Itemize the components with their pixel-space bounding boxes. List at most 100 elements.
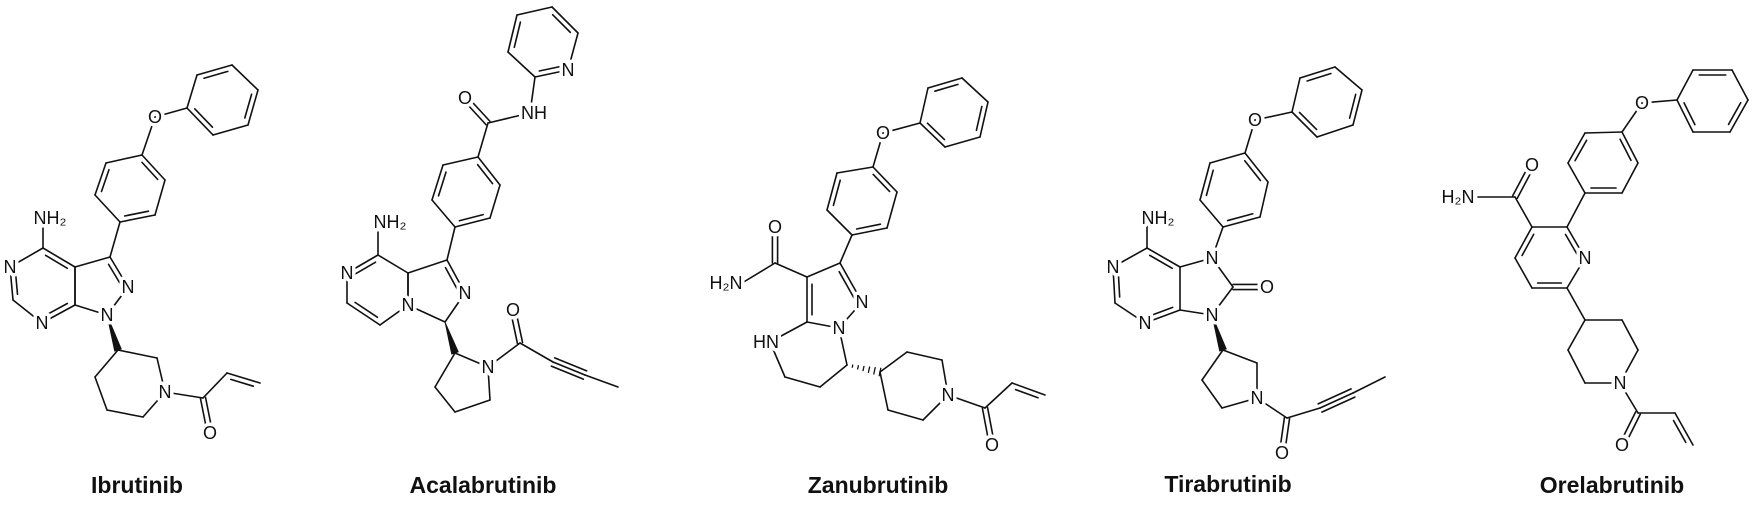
- double-bond: [346, 254, 379, 276]
- single-bond: [1641, 99, 1678, 104]
- double-bond: [1278, 416, 1291, 455]
- double-bond: [1531, 282, 1568, 289]
- single-bond: [164, 391, 204, 399]
- atom-label: N: [1579, 248, 1592, 268]
- molecule-name-acalabrutinib: Acalabrutinib: [410, 472, 557, 498]
- single-bond: [567, 32, 579, 71]
- single-bond: [487, 342, 521, 368]
- atom-label: N: [856, 292, 869, 312]
- single-bond: [12, 299, 43, 324]
- single-bond: [1244, 119, 1256, 154]
- atom-label: N: [482, 357, 495, 377]
- atom-label: N: [1614, 373, 1627, 393]
- single-bond: [1352, 376, 1386, 394]
- single-bond: [1201, 379, 1223, 409]
- single-bond: [109, 221, 121, 258]
- double-bond: [975, 101, 989, 138]
- double-bond: [534, 65, 569, 78]
- single-bond: [1114, 302, 1146, 324]
- triple-bond: [1317, 388, 1356, 413]
- single-bond: [1211, 257, 1234, 288]
- single-bond: [1514, 196, 1533, 228]
- single-bond: [836, 166, 874, 174]
- double-bond: [507, 14, 522, 53]
- single-bond: [769, 321, 808, 343]
- atom-label: N: [36, 313, 49, 333]
- double-bond: [1348, 89, 1363, 126]
- single-bond: [838, 301, 863, 329]
- double-bond: [41, 302, 76, 324]
- single-bond: [1619, 349, 1639, 384]
- single-bond: [947, 394, 986, 409]
- double-bond: [9, 266, 19, 301]
- single-bond: [941, 359, 949, 396]
- single-bond: [984, 382, 1013, 409]
- double-bond: [444, 259, 466, 294]
- single-bond: [407, 259, 448, 274]
- double-bond: [1199, 162, 1215, 201]
- double-bond: [226, 372, 261, 387]
- single-bond: [1621, 102, 1643, 133]
- single-bond: [105, 154, 143, 164]
- single-bond: [186, 74, 198, 109]
- double-bond: [838, 262, 863, 303]
- atom-label: NH: [521, 103, 547, 123]
- atom-label: O: [876, 123, 890, 143]
- atom-label: N: [159, 382, 172, 402]
- single-bond: [1621, 162, 1639, 194]
- double-bond: [107, 256, 129, 288]
- single-bond: [1676, 69, 1694, 101]
- single-bond: [887, 409, 924, 421]
- single-bond: [94, 194, 121, 223]
- atom-label: N: [833, 318, 846, 338]
- double-bond: [1146, 247, 1181, 270]
- double-bond: [346, 301, 381, 326]
- atom-label: N: [122, 277, 135, 297]
- single-bond: [202, 372, 228, 399]
- single-bond: [784, 376, 821, 388]
- molecule-name-orelabrutinib: Orelabrutinib: [1540, 472, 1684, 498]
- double-bond: [1232, 283, 1268, 291]
- double-bond: [1514, 226, 1535, 259]
- atom-label: O: [1635, 93, 1649, 113]
- atom-label: N: [1107, 257, 1120, 277]
- double-bond: [476, 156, 501, 186]
- atom-label: N: [942, 385, 955, 405]
- atom-label: N: [402, 295, 415, 315]
- single-bond: [838, 327, 848, 366]
- atom-label: O: [1260, 277, 1274, 297]
- single-bond: [519, 342, 554, 363]
- atom-label: N: [1206, 248, 1219, 268]
- double-bond: [1619, 131, 1639, 164]
- single-bond: [154, 179, 166, 216]
- double-bond: [771, 226, 779, 264]
- atom-label: O: [203, 423, 217, 443]
- double-bond: [1584, 187, 1623, 194]
- double-bond: [462, 95, 491, 126]
- single-bond: [94, 376, 108, 411]
- single-bond: [1566, 192, 1586, 228]
- single-bond: [961, 77, 989, 103]
- double-bond: [243, 89, 259, 126]
- single-bond: [922, 394, 949, 421]
- single-bond: [1584, 131, 1623, 134]
- double-bond: [1222, 212, 1261, 228]
- double-bond: [1676, 99, 1696, 133]
- atom-label: N: [101, 305, 114, 325]
- atom-label: N: [1251, 388, 1264, 408]
- single-bond: [431, 199, 456, 228]
- double-bond: [509, 308, 524, 345]
- single-bond: [141, 116, 156, 156]
- single-bond: [1731, 69, 1749, 101]
- single-bond: [74, 304, 108, 316]
- single-bond: [1619, 382, 1639, 414]
- single-bond: [516, 6, 553, 16]
- single-bond: [806, 321, 840, 329]
- single-bond: [1179, 257, 1213, 268]
- atom-label: O: [506, 300, 520, 320]
